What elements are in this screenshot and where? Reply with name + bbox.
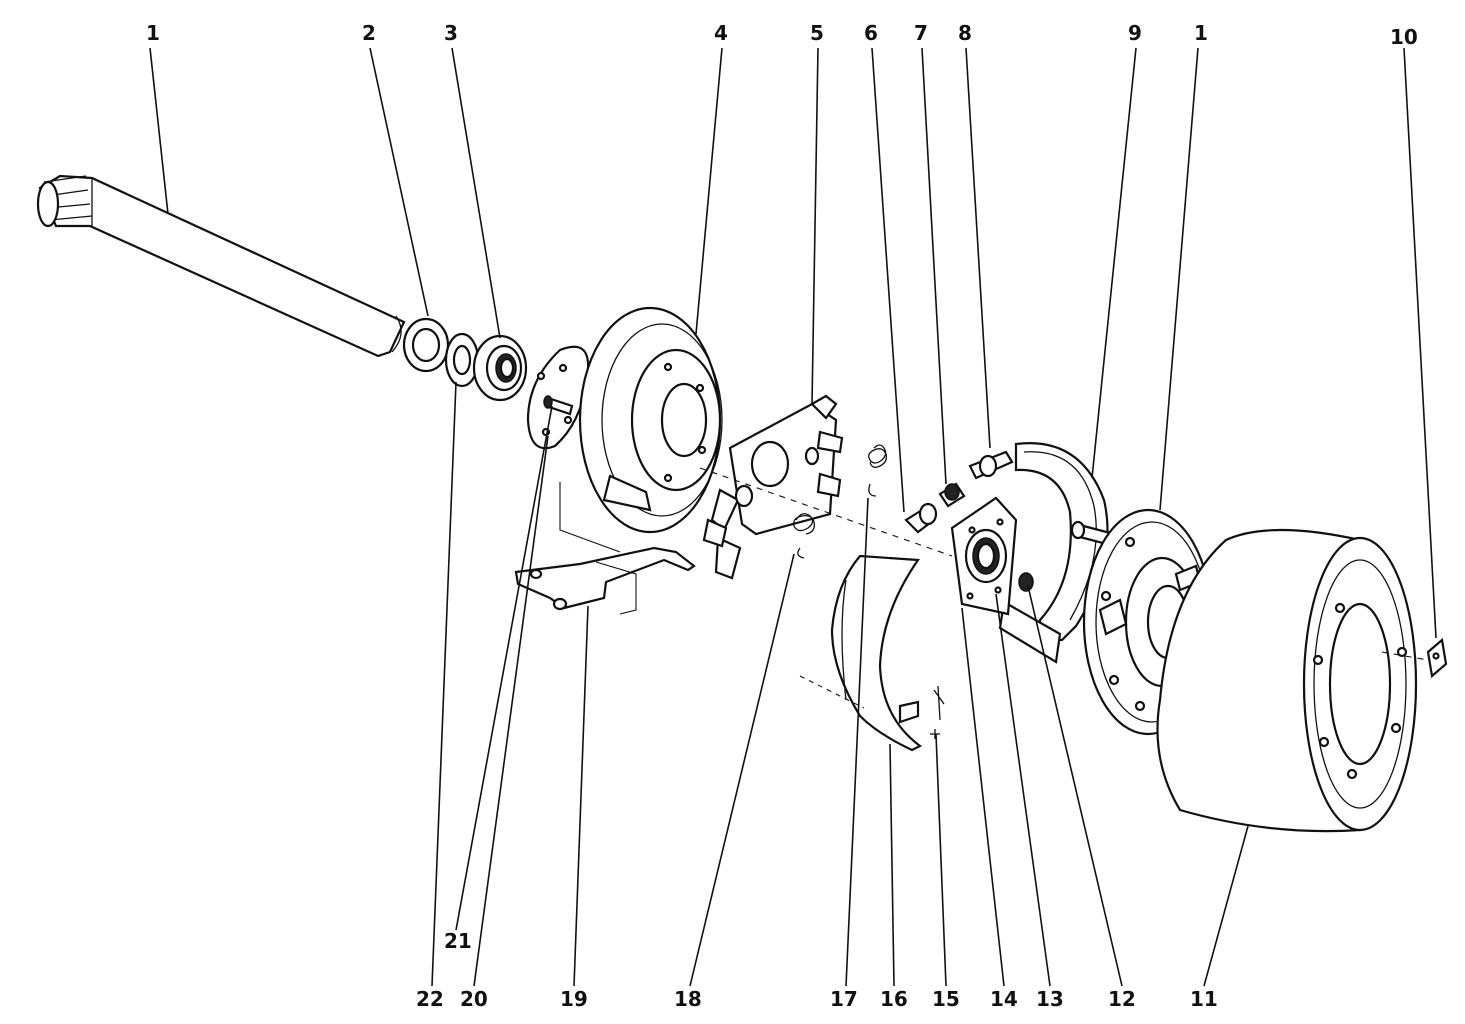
leader-lines — [149, 47, 1437, 987]
adjuster — [904, 482, 966, 534]
callouts-bottom: 21 22 20 19 18 17 16 15 14 13 12 11 — [416, 929, 1218, 1011]
callout-12: 12 — [1108, 987, 1136, 1011]
callout-19: 19 — [560, 987, 588, 1011]
assembly-lines — [559, 467, 1429, 709]
callout-16: 16 — [880, 987, 908, 1011]
callout-14: 14 — [990, 987, 1018, 1011]
callout-3: 3 — [444, 21, 458, 45]
brake-shoe-lower — [830, 554, 923, 752]
callouts-top: 1 2 3 4 5 6 7 8 9 1 10 — [146, 21, 1418, 49]
brake-shoe — [968, 442, 1109, 664]
collar — [402, 317, 450, 373]
spacer — [444, 332, 480, 388]
lock-plate — [1426, 637, 1448, 679]
callout-5: 5 — [810, 21, 824, 45]
axle-shaft — [36, 174, 406, 358]
lever — [514, 546, 696, 611]
nut — [1018, 572, 1034, 592]
callout-8: 8 — [958, 21, 972, 45]
callout-10: 10 — [1390, 25, 1418, 49]
callout-13: 13 — [1036, 987, 1064, 1011]
callout-20: 20 — [460, 987, 488, 1011]
callout-21: 21 — [444, 929, 472, 953]
callout-2: 2 — [362, 21, 376, 45]
callout-7: 7 — [914, 21, 928, 45]
shoe-pin — [930, 685, 945, 739]
dust-shield — [578, 306, 723, 534]
callout-15: 15 — [932, 987, 960, 1011]
bolt — [543, 395, 574, 416]
retainer-flange — [526, 345, 590, 450]
callout-9: 9 — [1128, 21, 1142, 45]
spring-upper — [868, 444, 888, 497]
bearing — [472, 334, 528, 402]
spring-lower — [793, 513, 815, 559]
callout-17: 17 — [830, 987, 858, 1011]
callout-6: 6 — [864, 21, 878, 45]
callout-1-shaft: 1 — [146, 21, 160, 45]
backing-plate — [702, 394, 844, 580]
brake-drum — [1156, 528, 1418, 833]
wheel-cylinder — [950, 496, 1018, 616]
callout-18: 18 — [674, 987, 702, 1011]
callout-4: 4 — [714, 21, 728, 45]
callout-11: 11 — [1190, 987, 1218, 1011]
callout-1-hub: 1 — [1194, 21, 1208, 45]
callout-22: 22 — [416, 987, 444, 1011]
